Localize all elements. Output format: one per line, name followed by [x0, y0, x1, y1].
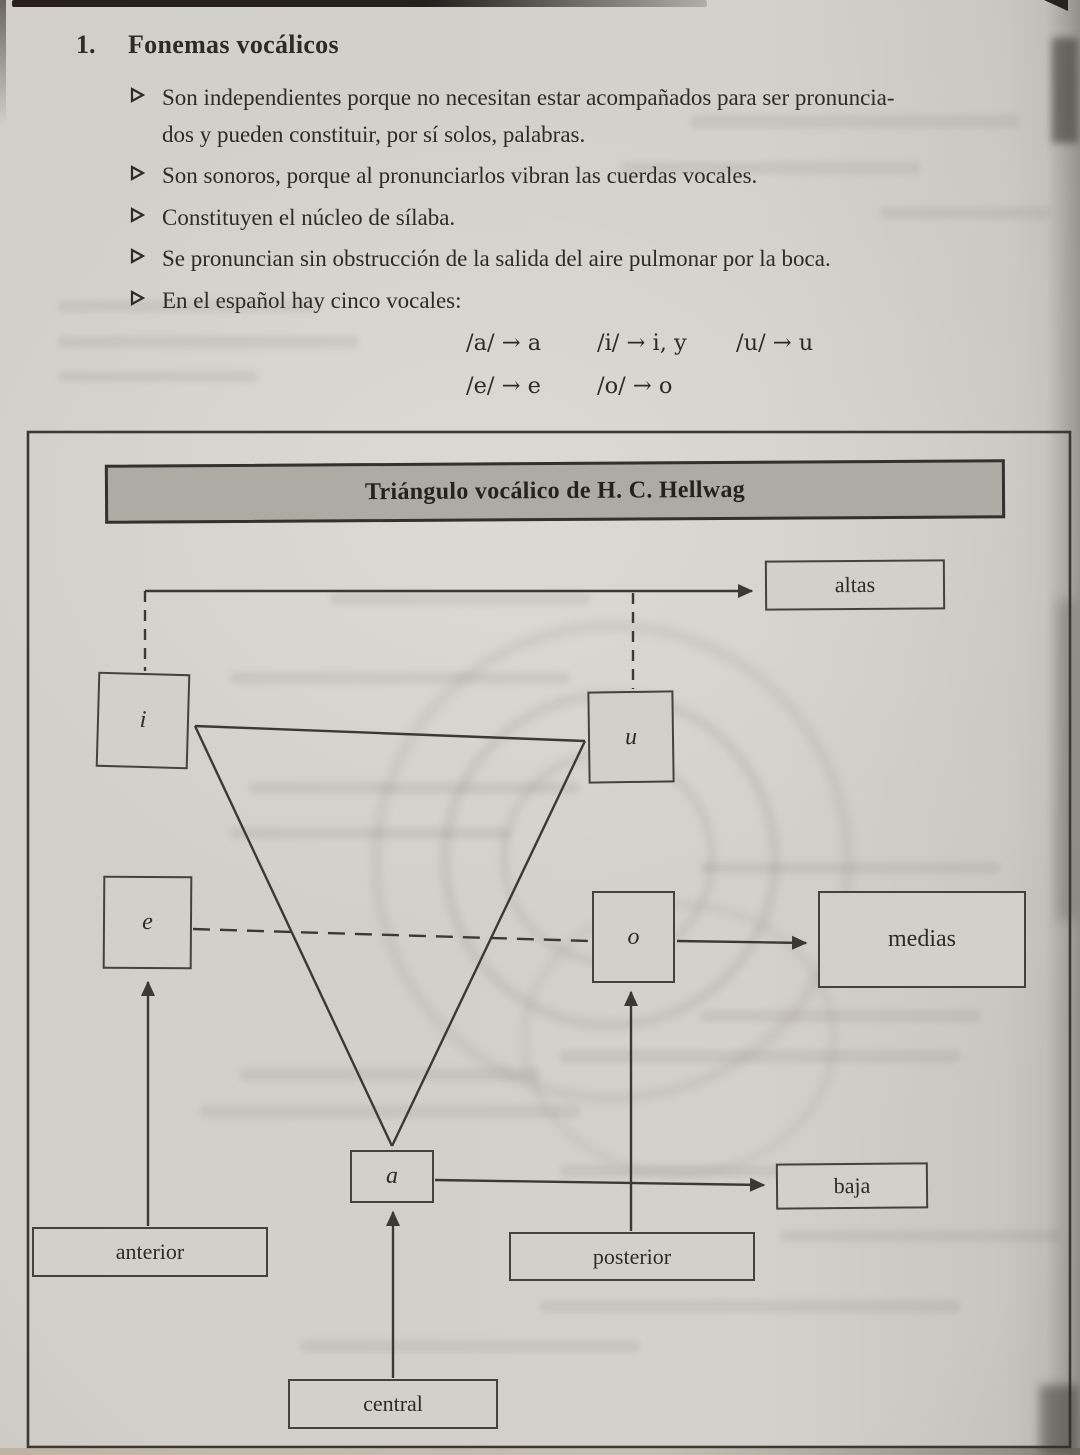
ghost-text-line: [300, 1340, 640, 1352]
vowel-letter-i: i: [139, 706, 147, 734]
bullet-item: En el español hay cinco vocales:: [130, 283, 462, 319]
phoneme-o: /o/ → o: [597, 373, 673, 399]
vowel-letter-u: u: [624, 723, 638, 750]
ghost-text-line: [58, 371, 258, 382]
label-box-baja: baja: [775, 1162, 929, 1210]
bullet-arrow-icon: [130, 165, 145, 181]
label-box-altas: altas: [764, 559, 946, 611]
phoneme-mapping-table: /a/ → a /i/ → i, y /u/ → u /e/ → e /o/ →…: [466, 330, 813, 399]
ghost-text-line: [620, 162, 920, 174]
baja-arrow-line: [434, 1177, 766, 1192]
bullet-text: Son independientes porque no necesitan e…: [162, 85, 895, 110]
bullet-arrow-icon: [130, 248, 145, 264]
medias-arrow-line: [676, 935, 808, 950]
ghost-text-line: [690, 115, 1020, 128]
ghost-text-line: [240, 1068, 540, 1081]
vowel-letter-a: a: [386, 1163, 398, 1189]
phoneme-a: /a/ → a: [466, 330, 542, 356]
ghost-circle: [520, 900, 838, 1178]
bullet-item: Son sonoros, porque al pronunciarlos vib…: [130, 158, 757, 194]
ghost-text-line: [540, 1300, 960, 1313]
bullet-arrow-icon: [130, 207, 145, 223]
ghost-text-line: [58, 300, 318, 312]
bullet-arrow-icon: [130, 290, 145, 306]
bullet-item: Se pronuncian sin obstrucción de la sali…: [130, 241, 831, 277]
bullet-text: dos y pueden constituir, por sí solos, p…: [162, 122, 586, 147]
label-box-medias: medias: [818, 891, 1026, 988]
phoneme-u: /u/ → u: [736, 330, 814, 356]
phoneme-i: /i/ → i, y: [597, 330, 687, 356]
vowel-box-o: o: [592, 891, 675, 983]
dashed-e-o-line: [192, 927, 591, 943]
vowel-box-e: e: [102, 875, 193, 970]
ghost-text-line: [330, 592, 590, 605]
bullet-text: Constituyen el núcleo de sílaba.: [162, 205, 456, 230]
section-title: Fonemas vocálicos: [128, 30, 339, 59]
vowel-letter-o: o: [627, 923, 640, 950]
diagram-title-bar: Triángulo vocálico de H. C. Hellwag: [104, 459, 1006, 524]
phoneme-e: /e/ → e: [466, 373, 541, 399]
label-box-anterior: anterior: [32, 1227, 268, 1277]
label-box-central: central: [288, 1379, 498, 1429]
vowel-triangle: [193, 724, 587, 1147]
ghost-text-line: [780, 1230, 1060, 1242]
section-number: 1.: [76, 30, 96, 59]
vowel-box-u: u: [587, 690, 675, 784]
diagram-frame: [26, 430, 1072, 1449]
label-box-posterior: posterior: [509, 1232, 755, 1281]
ghost-text-line: [880, 207, 1050, 219]
bullet-text: En el español hay cinco vocales:: [162, 288, 462, 313]
bullet-item: Constituyen el núcleo de sílaba.: [130, 200, 455, 236]
bullet-item: Son independientes porque no necesitan e…: [130, 80, 895, 116]
vowel-letter-e: e: [142, 908, 153, 936]
bullet-text: Son sonoros, porque al pronunciarlos vib…: [162, 163, 758, 188]
vowel-box-a: a: [350, 1150, 434, 1203]
ghost-text-line: [58, 336, 358, 348]
vowel-box-i: i: [95, 671, 191, 770]
ghost-text-line: [200, 1105, 580, 1118]
bullet-text: Se pronuncian sin obstrucción de la sali…: [162, 246, 831, 271]
bullet-arrow-icon: [130, 87, 145, 103]
